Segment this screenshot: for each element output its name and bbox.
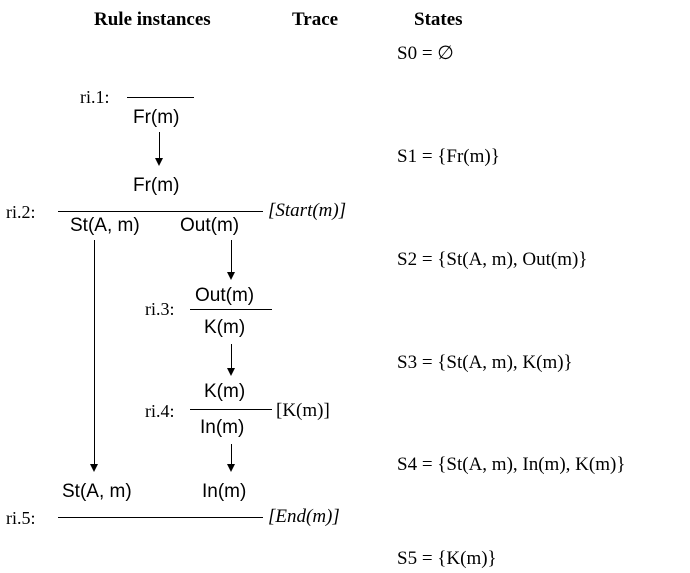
ri1-label: ri.1: — [80, 87, 110, 107]
state-s1: S1 = {Fr(m)} — [397, 146, 500, 167]
ri4-conclusion: In(m) — [200, 417, 245, 438]
ri2-premise: Fr(m) — [133, 175, 180, 196]
state-s4: S4 = {St(A, m), In(m), K(m)} — [397, 454, 626, 475]
ri5-rule-bar — [58, 517, 263, 518]
state-s2: S2 = {St(A, m), Out(m)} — [397, 249, 588, 270]
ri1-rule-bar — [127, 97, 194, 98]
ri5-premise-in: In(m) — [202, 481, 247, 502]
arrow-ri3-ri4-shaft — [231, 344, 232, 370]
header-rule-instances: Rule instances — [94, 9, 211, 30]
arrow-out-ri3-head — [227, 272, 235, 280]
state-s3: S3 = {St(A, m), K(m)} — [397, 352, 573, 373]
ri5-label: ri.5: — [6, 508, 36, 528]
arrow-ri4-ri5-shaft — [231, 444, 232, 466]
arrow-out-ri3-shaft — [231, 240, 232, 274]
arrow-ri4-ri5-head — [227, 464, 235, 472]
ri3-rule-bar — [190, 309, 272, 310]
ri2-label: ri.2: — [6, 202, 36, 222]
ri2-conclusion-out: Out(m) — [180, 215, 240, 236]
ri4-rule-bar — [190, 409, 272, 410]
arrow-ri1-ri2-shaft — [159, 132, 160, 160]
ri2-conclusion-st: St(A, m) — [70, 215, 140, 236]
ri5-trace: [End(m)] — [268, 506, 340, 527]
ri3-premise: Out(m) — [195, 285, 255, 306]
ri5-premise-st: St(A, m) — [62, 481, 132, 502]
ri2-rule-bar — [58, 211, 263, 212]
arrow-ri1-ri2-head — [155, 158, 163, 166]
ri3-conclusion: K(m) — [204, 317, 246, 338]
ri1-conclusion: Fr(m) — [133, 107, 180, 128]
state-s0: S0 = ∅ — [397, 43, 454, 64]
arrow-st-ri5-shaft — [94, 240, 95, 466]
arrow-st-ri5-head — [90, 464, 98, 472]
ri3-label: ri.3: — [145, 299, 175, 319]
ri4-premise: K(m) — [204, 381, 246, 402]
ri4-trace: [K(m)] — [276, 400, 330, 421]
ri2-trace: [Start(m)] — [268, 200, 347, 221]
ri4-label: ri.4: — [145, 401, 175, 421]
state-s5: S5 = {K(m)} — [397, 548, 497, 569]
header-trace: Trace — [292, 9, 339, 30]
header-states: States — [414, 9, 463, 30]
arrow-ri3-ri4-head — [227, 368, 235, 376]
